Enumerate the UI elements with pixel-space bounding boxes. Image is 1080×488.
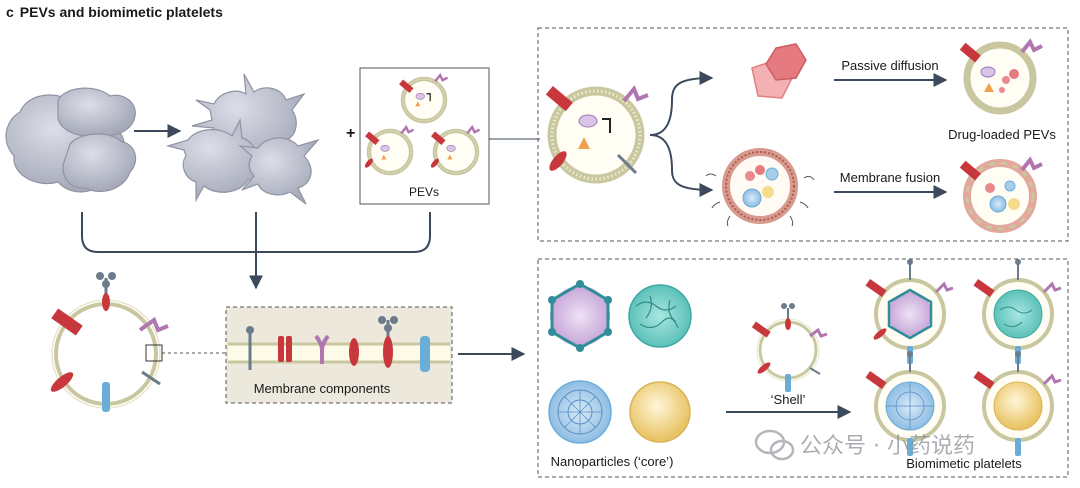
- pev-large: [545, 85, 649, 184]
- pev-vesicle-2: [364, 124, 415, 173]
- branch-arrow-bottom: [649, 134, 714, 197]
- shell-label: ‘Shell’: [771, 392, 806, 407]
- core-lipid: [629, 381, 691, 443]
- core-hydrogel: [628, 284, 692, 348]
- pevs-label: PEVs: [409, 185, 439, 199]
- pev-vesicle-3: [430, 124, 481, 173]
- biomimetic-platelet-hydrogel: [973, 259, 1062, 364]
- shell-membrane: [751, 303, 828, 392]
- nanoparticles-core-label: Nanoparticles (‘core’): [551, 454, 674, 469]
- panel-title-text: PEVs and biomimetic platelets: [19, 4, 223, 20]
- membrane-fusion-label: Membrane fusion: [840, 170, 940, 185]
- biomimetic-platelet-polymer: [865, 351, 946, 456]
- biomimetic-platelets-label: Biomimetic platelets: [906, 456, 1022, 471]
- core-mof: [548, 280, 612, 352]
- passive-diffusion-label: Passive diffusion: [841, 58, 938, 73]
- membrane-components-panel: [225, 306, 453, 404]
- wechat-icon: 公众号 · 小药说药: [754, 429, 975, 461]
- activated-platelets: [165, 73, 320, 205]
- pevs-box: [359, 67, 490, 205]
- branch-arrow-top: [649, 71, 714, 136]
- drug-loaded-pev-top: [959, 38, 1043, 115]
- watermark: 公众号 · 小药说药: [752, 424, 1052, 464]
- panel-title: c PEVs and biomimetic platelets: [6, 4, 223, 20]
- drug-liposome: [705, 148, 815, 227]
- drug-loaded-pev-fused: [959, 156, 1043, 233]
- watermark-text: 公众号 · 小药说药: [800, 434, 975, 459]
- drug-loaded-pevs-label: Drug-loaded PEVs: [948, 127, 1056, 142]
- membrane-components-label: Membrane components: [254, 381, 391, 396]
- drug-molecule-icon: [751, 43, 807, 99]
- biomimetic-platelet-mof: [865, 259, 954, 364]
- panel-letter: c: [6, 4, 14, 20]
- plus-sign: +: [346, 125, 355, 142]
- loading-panel: [537, 27, 1069, 242]
- biomimetic-panel: [537, 258, 1069, 478]
- biomimetic-platelet-lipid: [973, 351, 1062, 456]
- membrane-ring: [50, 272, 169, 412]
- resting-platelets: [5, 87, 137, 193]
- pev-vesicle-1: [399, 72, 449, 121]
- core-polymer: [548, 380, 612, 444]
